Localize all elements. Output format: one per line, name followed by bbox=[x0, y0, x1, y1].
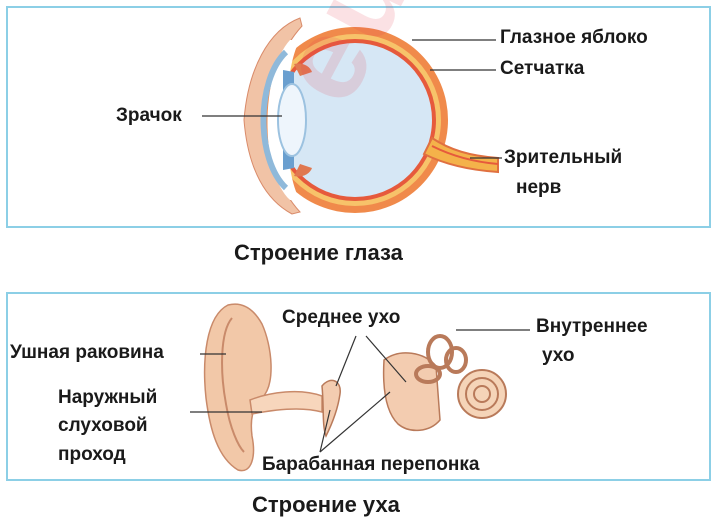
label-auricle: Ушная раковина bbox=[10, 342, 164, 363]
ear-panel bbox=[6, 292, 711, 481]
ear-drawing bbox=[190, 303, 530, 472]
label-eyeball: Глазное яблоко bbox=[500, 27, 648, 48]
label-pupil: Зрачок bbox=[116, 105, 182, 126]
label-middle-ear: Среднее ухо bbox=[282, 307, 401, 328]
vitreous-body bbox=[278, 43, 432, 197]
label-inner-ear-2: ухо bbox=[542, 345, 575, 366]
optic-nerve bbox=[422, 136, 499, 174]
label-retina: Сетчатка bbox=[500, 58, 585, 79]
label-optic-nerve-1: Зрительный bbox=[504, 147, 623, 168]
label-canal-3: проход bbox=[58, 444, 126, 465]
lens bbox=[277, 83, 307, 157]
eye-caption: Строение глаза bbox=[234, 240, 403, 265]
eye-drawing bbox=[202, 17, 502, 215]
label-canal-2: слуховой bbox=[58, 415, 148, 436]
ear-canal bbox=[249, 390, 323, 415]
ear-caption: Строение уха bbox=[252, 492, 400, 517]
label-eardrum: Барабанная перепонка bbox=[262, 454, 480, 475]
label-canal-1: Наружный bbox=[58, 387, 158, 408]
label-inner-ear-1: Внутреннее bbox=[536, 316, 648, 337]
ossicles bbox=[321, 379, 341, 438]
auricle-shape bbox=[203, 303, 272, 472]
label-optic-nerve-2: нерв bbox=[516, 177, 562, 198]
